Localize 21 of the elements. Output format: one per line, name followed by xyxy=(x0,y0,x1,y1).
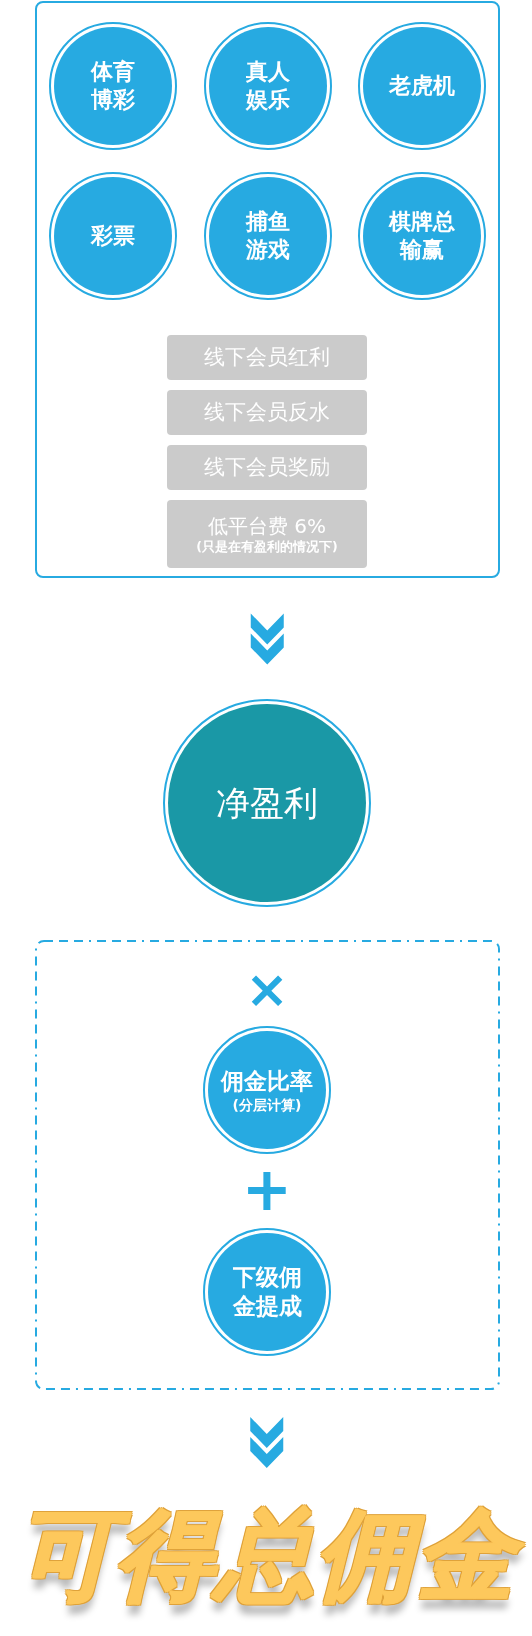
node-label: 老虎机 xyxy=(389,72,455,100)
node-label: 体育博彩 xyxy=(89,58,136,114)
rounded-box xyxy=(167,335,367,380)
node-label: 彩票 xyxy=(91,222,135,250)
operator-sign: + xyxy=(241,1168,293,1212)
note-text: (分层计算) xyxy=(232,1095,302,1114)
node-label: 下级佣金提成 xyxy=(231,1263,303,1321)
result-heading: 可得总佣金 xyxy=(10,1494,522,1616)
rounded-panel xyxy=(35,1,500,578)
node-label: 棋牌总输赢 xyxy=(387,208,456,264)
node-label: 真人娱乐 xyxy=(245,58,291,114)
rounded-box xyxy=(167,500,367,568)
double-chevron-arrow xyxy=(250,613,284,665)
operator-sign: × xyxy=(245,971,289,1009)
rounded-box xyxy=(167,445,367,490)
node-label: 佣金比率 xyxy=(221,1066,313,1096)
rounded-box xyxy=(167,390,367,435)
double-chevron-arrow xyxy=(250,1417,284,1468)
node-label: 捕鱼游戏 xyxy=(244,208,291,264)
node-label: 净盈利 xyxy=(216,781,318,825)
dashed-panel xyxy=(35,940,500,1390)
